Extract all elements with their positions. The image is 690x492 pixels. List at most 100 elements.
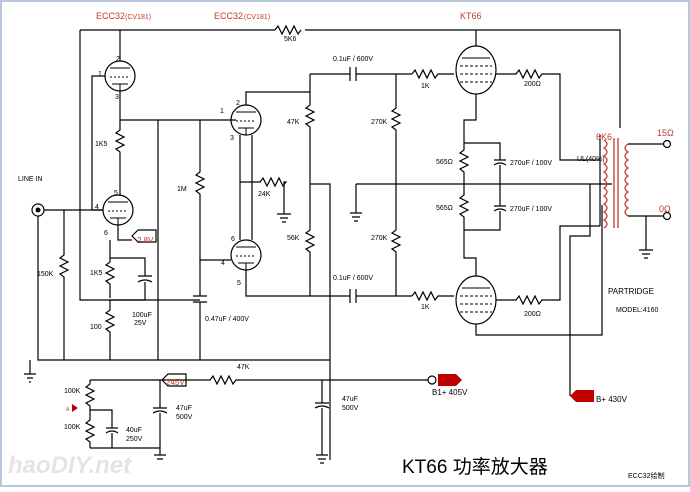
kt66-bottom-plate-wire (475, 205, 603, 336)
output-0-label: 0Ω (659, 204, 671, 214)
resistor-1k-bottom (411, 290, 454, 302)
v1-left-bus (79, 30, 200, 301)
transformer-core (613, 138, 619, 228)
transformer-model: MODEL:4160 (616, 307, 659, 314)
ground-symbol-output (639, 216, 653, 259)
resistor-565-top-label: 565Ω (436, 159, 453, 166)
resistor-100k-top-label: 100K (64, 388, 81, 395)
capacitor-270uf-bottom (464, 184, 507, 231)
line-in-jack-center (35, 207, 41, 213)
pot-marker: A (66, 407, 70, 413)
transformer-impedance-label: 6K6 (596, 132, 612, 142)
divider-resistors (84, 380, 96, 448)
resistor-270k-bottom-label: 270K (371, 235, 388, 242)
grid-leak-resistors (390, 74, 402, 296)
pin-v2a-3: 3 (230, 135, 234, 142)
capacitor-40uf (90, 409, 119, 448)
capacitor-47uf-right-label: 47uF (342, 396, 358, 403)
output-15-label: 15Ω (657, 128, 674, 138)
ground-symbol-grid (350, 184, 362, 222)
resistor-1k5-upper (114, 120, 126, 196)
b-plus-feed (569, 184, 591, 396)
b-plus-arrow (570, 390, 594, 402)
resistor-5k6 (274, 24, 302, 36)
b1-supply-rail (90, 374, 428, 386)
transformer-secondary-coil (624, 143, 630, 217)
pin-v1b-6: 6 (104, 230, 108, 237)
ground-symbol-24k (277, 213, 291, 223)
capacitor-270uf-bottom-label: 270uF / 100V (510, 206, 552, 213)
line-in-label: LINE IN (18, 176, 43, 183)
cathode-resistors-565 (458, 143, 470, 230)
capacitor-01uf-bottom-label: 0.1uF / 600V (333, 275, 373, 282)
v1-sub-label: (CV181) (125, 14, 151, 21)
resistor-24k-label: 24K (258, 191, 271, 198)
resistor-200-bottom-label: 200Ω (524, 311, 541, 318)
pin-v1a-2: 2 (116, 56, 120, 63)
resistor-100k-bottom-label: 100K (64, 424, 81, 431)
transformer-primary-coil (602, 139, 608, 229)
bias-v2-value: 245V (166, 378, 185, 387)
resistor-200-top-label: 200Ω (524, 81, 541, 88)
v1b-cathode-wire (117, 225, 132, 241)
capacitor-47uf-right (314, 380, 330, 464)
v2-cathode-wires (239, 135, 253, 240)
capacitor-40uf-label: 40uF (126, 427, 142, 434)
v1-type-label: ECC32 (96, 11, 125, 21)
capacitor-100uf (110, 257, 153, 301)
capacitor-47uf-right-voltage: 500V (342, 405, 359, 412)
pin-v2a-1: 1 (220, 108, 224, 115)
resistor-150k (58, 210, 70, 360)
kt66-bottom-cathode (463, 230, 477, 276)
v2-sub-label: (CV181) (244, 14, 270, 21)
pin-v2b-4: 4 (221, 260, 225, 267)
capacitor-01uf-top (310, 67, 412, 81)
v2b-plate-wire (245, 270, 350, 297)
credit-text: ECC32绘制 (628, 471, 665, 480)
capacitor-47uf-left (152, 380, 168, 448)
resistor-100-label: 100 (90, 324, 102, 331)
b-plus-label: B+ 430V (596, 395, 628, 404)
resistor-1k5-lower-label: 1K5 (90, 270, 103, 277)
plate-load-resistors (304, 74, 316, 296)
resistor-56k-label: 56K (287, 235, 300, 242)
capacitor-01uf-top-label: 0.1uF / 600V (333, 56, 373, 63)
resistor-1k-top (411, 68, 454, 80)
ground-bus (37, 216, 330, 361)
resistor-270k-top-label: 270K (371, 119, 388, 126)
capacitor-270uf-top (464, 142, 507, 184)
b1-terminal[interactable] (427, 375, 437, 385)
b1-feed-wire (310, 183, 331, 460)
capacitor-100uf-label: 100uF (132, 312, 152, 319)
resistor-565-bottom-label: 565Ω (436, 205, 453, 212)
resistor-1m-label: 1M (177, 186, 187, 193)
pin-v2a-2: 2 (236, 100, 240, 107)
capacitor-047uf (193, 260, 207, 360)
capacitor-270uf-top-label: 270uF / 100V (510, 160, 552, 167)
watermark: haoDIY.net (8, 452, 132, 479)
capacitor-047uf-label: 0.47uF / 400V (205, 316, 249, 323)
bias-tag-v1 (131, 229, 157, 243)
pin-v2b-6: 6 (231, 236, 235, 243)
capacitor-01uf-bottom (349, 289, 412, 303)
output-0-terminal[interactable] (662, 211, 672, 221)
resistor-1k-top-label: 1K (421, 83, 430, 90)
pot-arrow (72, 404, 78, 412)
resistor-5k6-label: 5K6 (284, 36, 297, 43)
resistor-24k (240, 176, 288, 214)
resistor-47k-supply-label: 47K (237, 364, 250, 371)
resistor-1k5-upper-label: 1K5 (95, 141, 108, 148)
resistor-1k-bottom-label: 1K (421, 304, 430, 311)
b1-label: B1+ 405V (432, 388, 468, 397)
resistor-47k-label: 47K (287, 119, 300, 126)
pin-v1a-3: 3 (115, 94, 119, 101)
pin-v1a-1: 1 (98, 71, 102, 78)
resistor-1k5-lower (104, 240, 116, 298)
capacitor-100uf-voltage: 25V (134, 320, 147, 327)
transformer-ul-label: UL(40%) (577, 156, 605, 163)
output-15-terminal[interactable] (662, 139, 672, 149)
pin-v2b-5: 5 (237, 280, 241, 287)
